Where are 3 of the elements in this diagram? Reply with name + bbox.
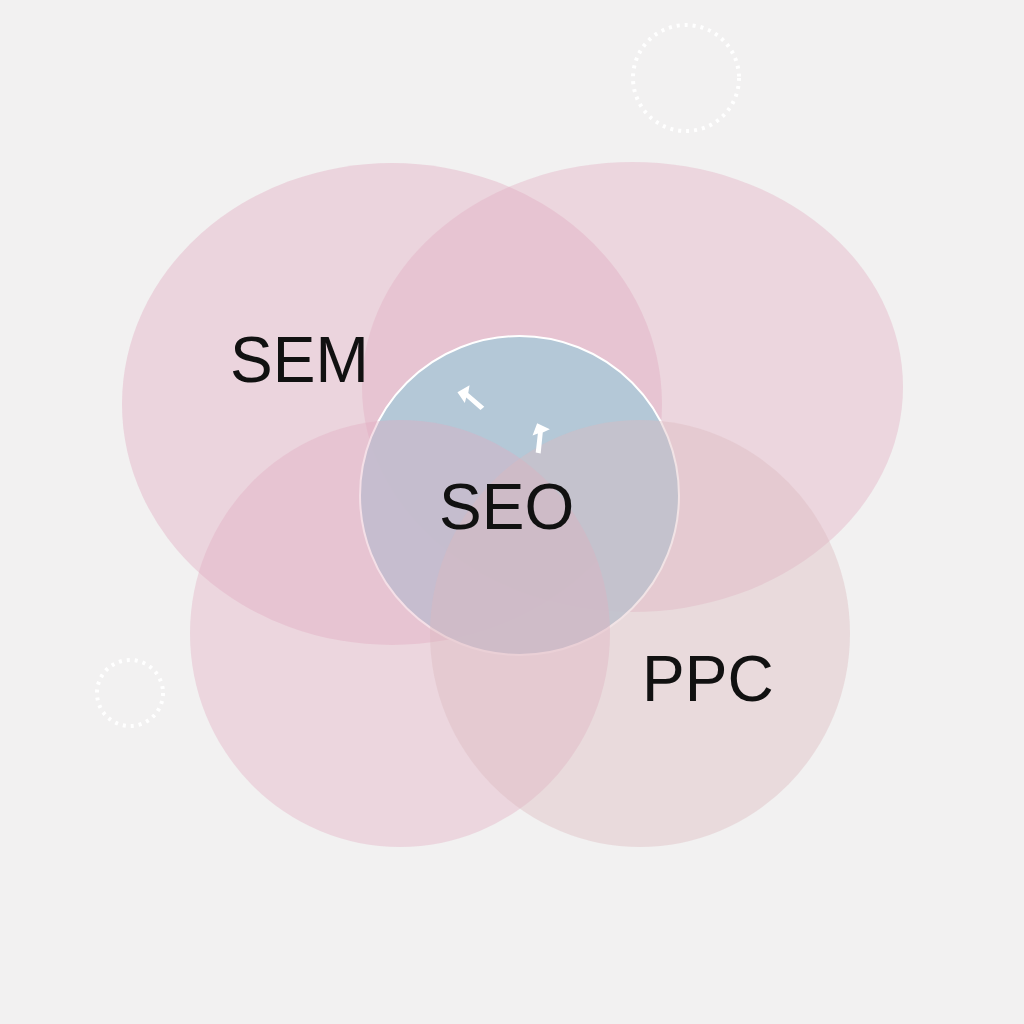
circle-label: SEO (439, 475, 575, 539)
circle-label: SEM (230, 328, 369, 392)
circle-label: PPC (642, 647, 774, 711)
